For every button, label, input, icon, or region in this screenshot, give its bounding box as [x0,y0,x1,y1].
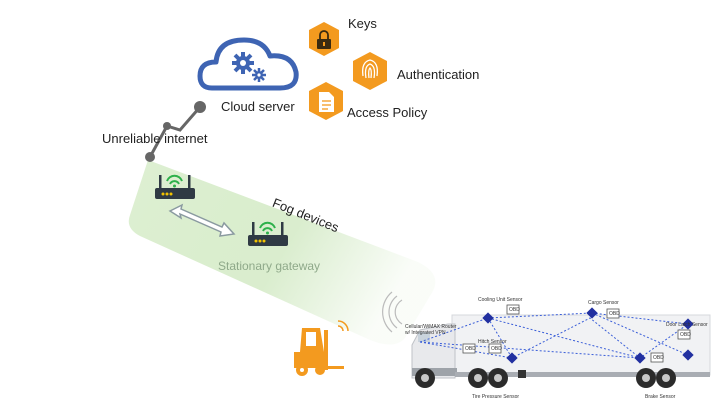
bidirectional-arrow [168,203,236,237]
wireless-signal-icon [337,320,349,332]
sensor-label-cooling-unit: Cooling Unit Sensor [478,297,523,303]
svg-text:OBD: OBD [509,307,520,313]
router-label-line2: w/ Integrated VPN [405,330,446,336]
sensor-label-hitch: Hitch Sensor [478,339,507,345]
sensor-label-brake: Brake Sensor [645,394,676,400]
svg-text:OBD: OBD [680,332,691,338]
link-node [145,152,155,162]
authentication-label: Authentication [397,67,480,82]
access-policy-label: Access Policy [347,105,428,120]
svg-text:OBD: OBD [609,311,620,317]
router-label-line1: Cellular/WiMAX Router [405,324,457,330]
obd-box-labels: OBD OBD OBD OBD OBD OBD [465,307,691,361]
gears-icon [232,52,266,82]
stationary-gateway-label: Stationary gateway [218,259,321,273]
unreliable-internet-label: Unreliable internet [102,131,208,146]
fog-band [128,160,436,345]
unreliable-internet-link [148,106,202,158]
sensor-label-tire-pressure: Tire Pressure Sensor [472,394,519,400]
router-icon [248,221,288,246]
wireless-signal-icon [382,291,403,333]
sensor-nodes [482,307,694,364]
truck-icon [411,314,711,388]
router-icon [155,174,195,199]
cloud-server-label: Cloud server [221,99,295,114]
link-node [163,122,171,130]
forklift-icon [294,328,344,376]
obd-boxes [462,304,691,363]
lock-icon [309,22,339,56]
svg-text:OBD: OBD [491,346,502,352]
document-icon [309,82,343,120]
sensor-network [419,312,689,359]
keys-label: Keys [348,16,377,31]
fingerprint-icon [353,52,387,90]
sensor-label-door-latch: Door Latch Sensor [666,322,708,328]
svg-text:OBD: OBD [465,346,476,352]
link-node [194,101,206,113]
sensor-label-cargo: Cargo Sensor [588,300,619,306]
svg-text:OBD: OBD [653,355,664,361]
